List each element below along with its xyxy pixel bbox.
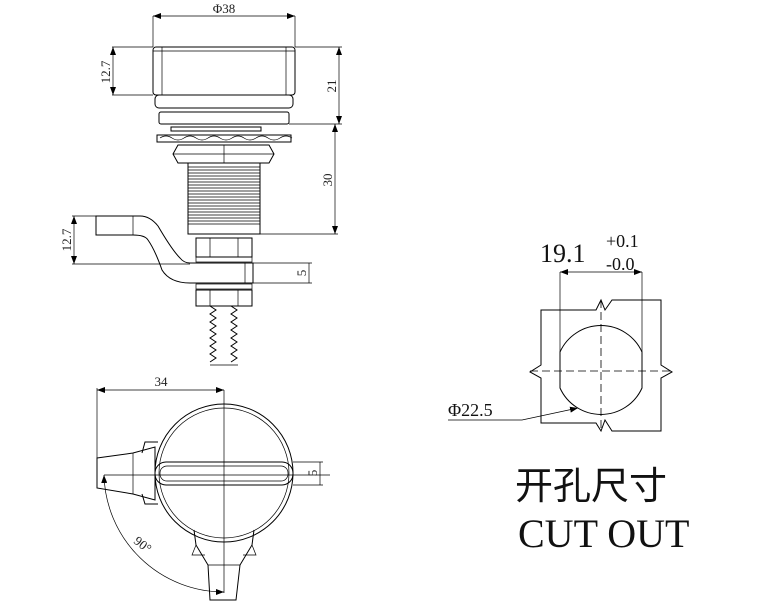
front-view: 34 5 90°: [96, 374, 330, 601]
dim-label: 30: [320, 174, 335, 187]
dimension-cam-thickness: 5: [253, 262, 312, 284]
cutout-title-en: CUT OUT: [518, 511, 689, 556]
tolerance-plus: +0.1: [606, 231, 639, 251]
side-view: Φ38 12.7 21 30 12.7 5: [59, 1, 342, 366]
tolerance-minus: -0.0: [606, 254, 635, 274]
lock-cap: [152, 46, 296, 125]
dimension-diameter-38: Φ38: [152, 1, 296, 47]
dimension-cap-height: 12.7: [98, 46, 153, 96]
dimension-cutout-diameter: Φ22.5: [448, 400, 579, 421]
dimension-cam-length: 34: [96, 374, 224, 488]
dim-label: 19.1: [540, 239, 586, 268]
dimension-flat-width: 19.1 +0.1 -0.0: [540, 231, 643, 352]
threaded-body: [187, 162, 261, 235]
dim-label: Φ38: [213, 1, 236, 16]
washers-and-nut: [156, 126, 293, 164]
dim-label: 21: [324, 80, 339, 93]
cam-assembly: [95, 215, 254, 366]
dim-label: 12.7: [98, 60, 113, 83]
cutout-title-cn: 开孔尺寸: [515, 464, 667, 508]
dim-label: 12.7: [59, 228, 74, 251]
dim-label: 5: [305, 470, 320, 477]
dimension-cam-offset: 12.7: [59, 215, 190, 265]
dim-label: Φ22.5: [448, 400, 493, 420]
dimension-grip: 30: [260, 124, 338, 235]
dim-label: 34: [155, 374, 169, 389]
dimension-total-height: 21: [289, 46, 342, 125]
dim-label: 5: [294, 270, 309, 277]
cutout-view: 19.1 +0.1 -0.0 Φ22.5 开孔尺寸 CUT OUT: [448, 231, 689, 556]
dimension-slot-width: 5: [293, 461, 323, 486]
